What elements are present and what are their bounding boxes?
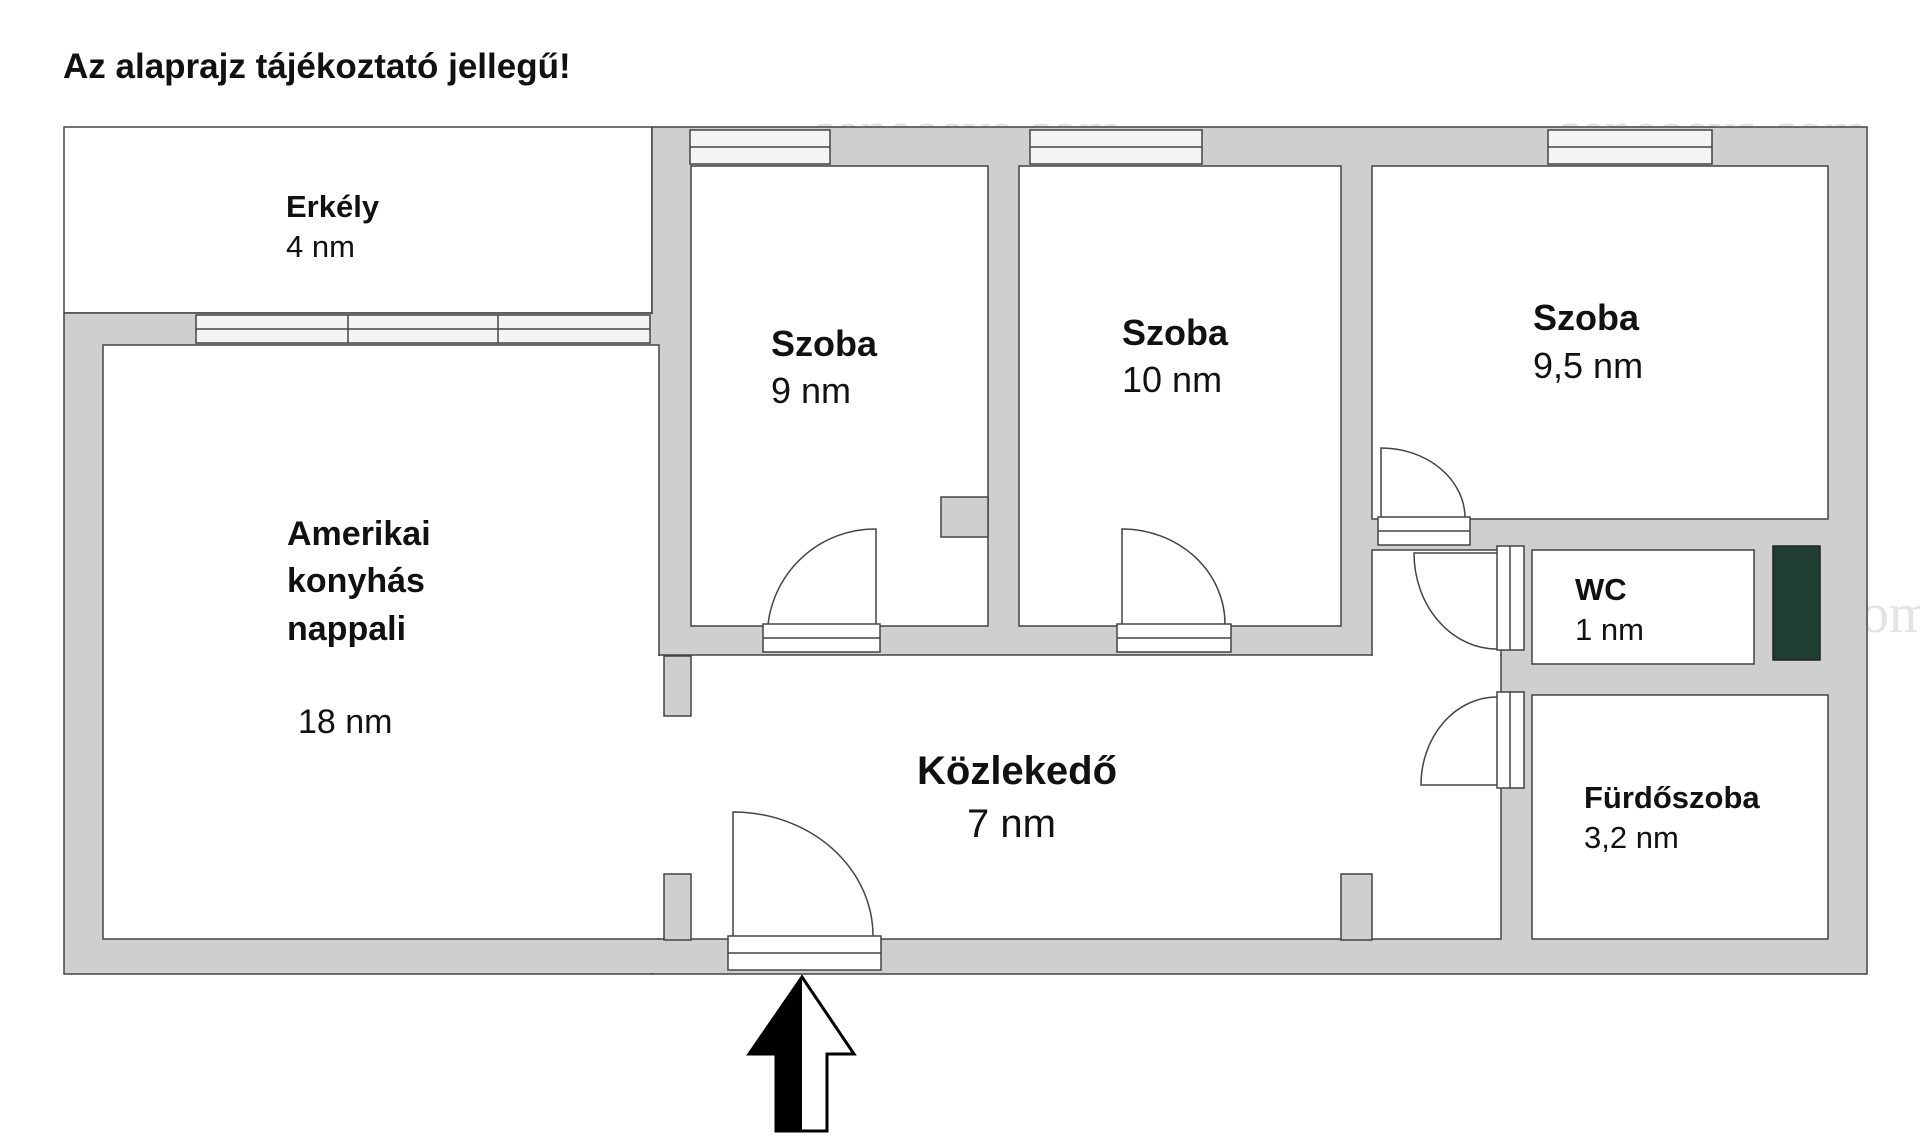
room-name-living-line-1: Amerikai xyxy=(287,515,431,553)
room-living-kitchen xyxy=(102,344,660,940)
room-bedroom-1 xyxy=(690,165,989,627)
door-swing-arc xyxy=(1420,696,1498,786)
room-name-living-line-2: konyhás xyxy=(287,562,425,600)
room-corridor xyxy=(658,654,1502,940)
room-bedroom-3 xyxy=(1371,165,1829,520)
room-bathroom xyxy=(1531,694,1829,940)
door-swing-arc xyxy=(732,811,874,937)
entrance-arrow-icon xyxy=(746,974,857,1133)
room-area-bathroom: 3,2 nm xyxy=(1584,820,1679,855)
room-bedroom-2 xyxy=(1018,165,1342,627)
door-swing-arc xyxy=(1121,528,1226,625)
room-area-corridor: 7 nm xyxy=(967,802,1056,846)
room-name-balcony: Erkély xyxy=(286,189,380,224)
door-swing-arc xyxy=(1380,447,1466,518)
room-floors xyxy=(102,165,1829,940)
room-area-bedroom-3: 9,5 nm xyxy=(1533,345,1643,386)
room-labels: Erkély 4 nm Amerikai konyhás nappali 18 … xyxy=(286,189,1760,855)
room-area-bedroom-1: 9 nm xyxy=(771,370,851,411)
room-name-bedroom-2: Szoba xyxy=(1122,312,1229,353)
door-swing-arc xyxy=(767,528,877,625)
disclaimer-title: Az alaprajz tájékoztató jellegű! xyxy=(63,47,571,86)
room-area-balcony: 4 nm xyxy=(286,229,355,264)
room-area-living: 18 nm xyxy=(298,703,393,741)
room-name-bedroom-3: Szoba xyxy=(1533,297,1640,338)
balcony-area xyxy=(63,126,653,314)
room-wc xyxy=(1531,549,1755,665)
room-area-bedroom-2: 10 nm xyxy=(1122,359,1222,400)
wall-pillars xyxy=(663,496,1373,941)
door-swing-arc xyxy=(1413,552,1498,650)
room-name-wc: WC xyxy=(1575,572,1627,607)
room-name-living-line-3: nappali xyxy=(287,610,406,648)
room-corridor-nook xyxy=(1371,549,1502,656)
room-name-bathroom: Fürdőszoba xyxy=(1584,780,1760,815)
windows xyxy=(195,129,1713,344)
room-area-wc: 1 nm xyxy=(1575,612,1644,647)
doors xyxy=(727,447,1525,971)
room-name-corridor: Közlekedő xyxy=(917,749,1117,793)
room-name-bedroom-1: Szoba xyxy=(771,323,878,364)
chimney-icon xyxy=(1772,545,1821,661)
